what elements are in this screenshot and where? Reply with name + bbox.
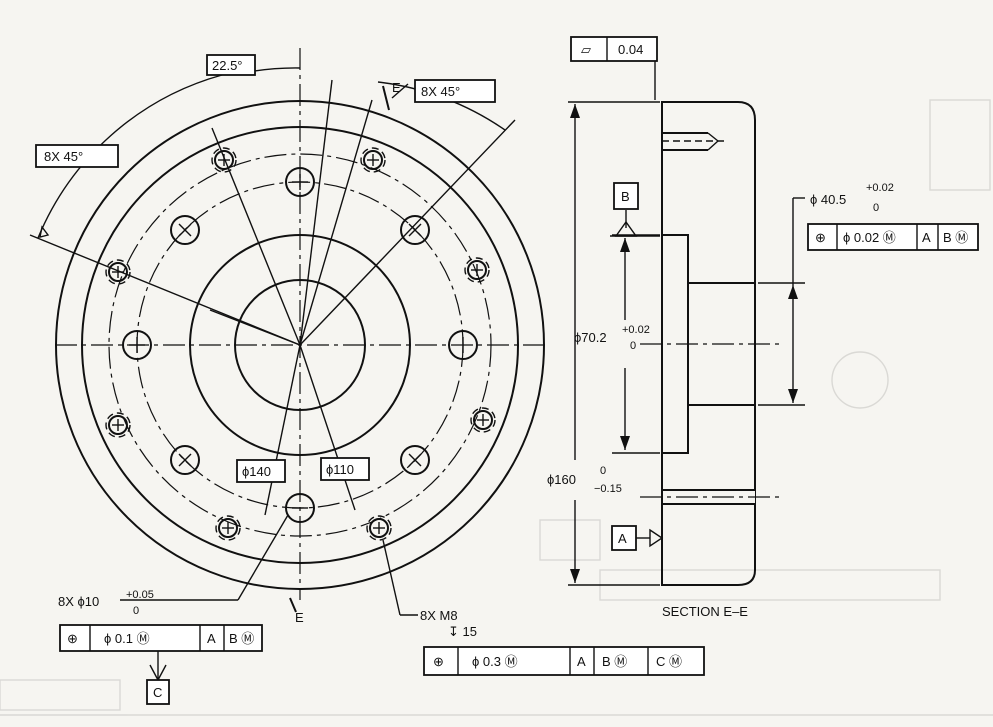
hole-x-se <box>400 445 430 475</box>
datum-a: A <box>611 525 637 551</box>
section-cut-bottom-mark <box>289 597 297 613</box>
svg-text:B Ⓜ: B Ⓜ <box>943 230 968 245</box>
bore-circle <box>234 279 366 411</box>
datum-c: C <box>146 679 170 705</box>
plan-view <box>29 48 548 616</box>
svg-text:ϕ110: ϕ110 <box>326 462 354 477</box>
svg-text:8X 45°: 8X 45° <box>44 149 83 164</box>
svg-text:C Ⓜ: C Ⓜ <box>656 654 682 669</box>
angle-label-22-5: 22.5° <box>206 54 256 76</box>
svg-text:A: A <box>922 230 931 245</box>
hole-plus-bottom <box>285 493 315 523</box>
hole-x-nw <box>170 215 200 245</box>
svg-text:ϕ 40.5: ϕ 40.5 <box>810 192 846 207</box>
svg-text:A: A <box>577 654 586 669</box>
svg-text:▱: ▱ <box>581 42 591 57</box>
svg-text:0.04: 0.04 <box>618 42 643 57</box>
svg-text:+0.02: +0.02 <box>622 324 650 336</box>
angle-arc-left <box>37 74 223 239</box>
dim-diameter-110: ϕ110 <box>320 457 370 481</box>
svg-text:⊕: ⊕ <box>67 631 78 646</box>
svg-text:↧ 15: ↧ 15 <box>448 624 477 639</box>
fcf-threads: ⊕ ϕ 0.3 Ⓜ A B Ⓜ C Ⓜ <box>423 646 705 676</box>
dim-diameter-140: ϕ140 <box>236 459 286 483</box>
svg-text:B Ⓜ: B Ⓜ <box>229 631 254 646</box>
svg-text:ϕ140: ϕ140 <box>242 464 271 479</box>
svg-text:22.5°: 22.5° <box>212 58 243 73</box>
section-letter-top: E <box>392 80 401 95</box>
hub-circle <box>189 234 411 456</box>
section-view <box>568 50 805 586</box>
section-letter-bottom: E <box>295 610 304 625</box>
hole-ring-inner <box>122 167 478 523</box>
svg-text:8X 45°: 8X 45° <box>421 84 460 99</box>
svg-text:ϕ70.2: ϕ70.2 <box>574 330 607 345</box>
hole-plus-right <box>448 330 478 360</box>
svg-text:C: C <box>153 685 162 700</box>
hole-x-ne <box>400 215 430 245</box>
dim-pilot-40-5: ϕ 40.5 +0.02 0 <box>810 182 894 214</box>
svg-text:0: 0 <box>600 465 606 477</box>
svg-text:0: 0 <box>630 340 636 352</box>
svg-text:8X ϕ10: 8X ϕ10 <box>58 594 99 609</box>
svg-text:+0.05: +0.05 <box>126 589 154 601</box>
flatness-fcf: ▱ 0.04 <box>570 36 658 62</box>
fcf-holes: ⊕ ϕ 0.1 Ⓜ A B Ⓜ <box>59 624 263 681</box>
svg-text:−0.15: −0.15 <box>594 483 622 495</box>
section-upper-flange <box>661 101 756 284</box>
angle-label-8x45-left: 8X 45° <box>35 144 119 168</box>
angle-label-8x45-right: 8X 45° <box>414 79 496 103</box>
svg-text:8X M8: 8X M8 <box>420 608 458 623</box>
svg-text:+0.02: +0.02 <box>866 182 894 194</box>
hole-x-sw <box>170 445 200 475</box>
hole-plus-left <box>122 330 152 360</box>
svg-text:⊕: ⊕ <box>433 654 444 669</box>
svg-text:ϕ 0.1 Ⓜ: ϕ 0.1 Ⓜ <box>104 631 150 646</box>
section-cut-top-mark <box>382 85 390 111</box>
thread-hole-ring <box>105 147 496 541</box>
flange-circle <box>81 126 519 564</box>
dim-outer-160: ϕ160 0 −0.15 <box>547 465 622 495</box>
svg-text:0: 0 <box>133 605 139 617</box>
svg-text:B Ⓜ: B Ⓜ <box>602 654 627 669</box>
svg-text:0: 0 <box>873 202 879 214</box>
svg-text:A: A <box>618 531 627 546</box>
hole-plus-top <box>285 167 315 197</box>
svg-text:ϕ160: ϕ160 <box>547 472 576 487</box>
svg-text:A: A <box>207 631 216 646</box>
bolt-circle-outer <box>108 153 492 537</box>
svg-text:B: B <box>621 189 630 204</box>
dim-bore-70-2: ϕ70.2 +0.02 0 <box>574 324 650 352</box>
fcf-pilot: ⊕ ϕ 0.02 Ⓜ A B Ⓜ <box>807 223 979 251</box>
hole-callout: 8X ϕ10 +0.05 0 <box>58 589 154 617</box>
svg-text:ϕ 0.3 Ⓜ: ϕ 0.3 Ⓜ <box>472 654 518 669</box>
svg-text:ϕ 0.02 Ⓜ: ϕ 0.02 Ⓜ <box>843 230 896 245</box>
thread-callout: 8X M8 ↧ 15 <box>420 608 477 639</box>
datum-b: B <box>613 182 639 210</box>
section-title: SECTION E–E <box>662 604 748 619</box>
outer-edge-circle <box>55 100 545 590</box>
svg-text:⊕: ⊕ <box>815 230 826 245</box>
